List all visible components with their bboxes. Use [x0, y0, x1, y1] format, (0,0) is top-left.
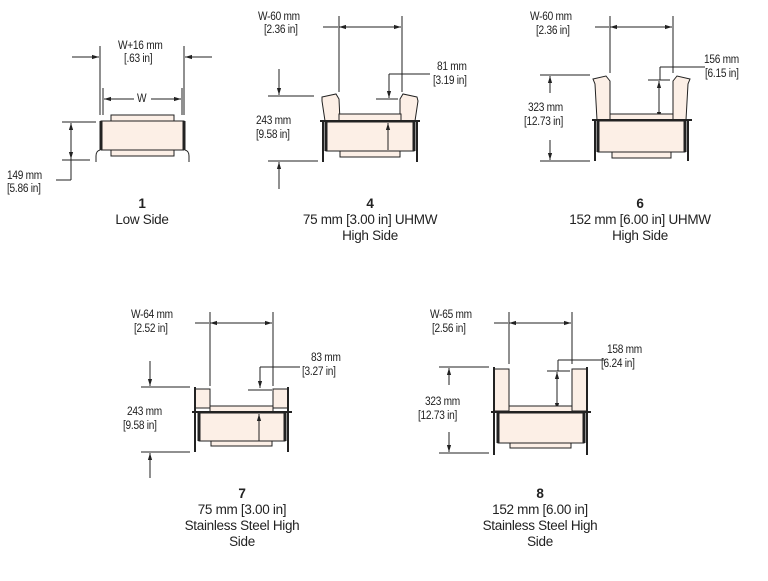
- diagram-1-caption-line-1: Low Side: [115, 212, 169, 227]
- diagram-7-height-mm: 243 mm: [127, 406, 162, 418]
- diagram-7-width-in: [2.52 in]: [134, 323, 168, 335]
- diagram-1-height-mm: 149 mm: [7, 170, 42, 182]
- diagram-1-low-side: [56, 46, 212, 181]
- diagram-7-caption-line-1: 75 mm [3.00 in]: [197, 502, 287, 517]
- diagram-1-width-inner: W: [137, 93, 147, 105]
- diagram-6-caption-line-2: High Side: [612, 228, 668, 243]
- diagram-6-side-height-in: [6.15 in]: [705, 68, 739, 80]
- diagram-8-width-in: [2.56 in]: [432, 323, 466, 335]
- diagram-7-caption-line-3: Side: [229, 534, 255, 549]
- diagram-8-side-height-in: [6.24 in]: [601, 358, 635, 370]
- diagram-6-number: 6: [636, 196, 644, 211]
- diagram-6-width-mm: W-60 mm: [530, 11, 572, 23]
- diagram-1-height-in: [5.86 in]: [7, 183, 41, 195]
- diagram-7-side-height-in: [3.27 in]: [302, 366, 336, 378]
- diagram-6-uhmw-high-side: [540, 16, 705, 162]
- diagram-8-caption: 8 152 mm [6.00 in] Stainless Steel High …: [460, 486, 620, 550]
- diagram-4-height-in: [9.58 in]: [256, 129, 290, 141]
- diagram-8-height-mm: 323 mm: [425, 396, 460, 408]
- diagram-4-width-mm: W-60 mm: [258, 11, 300, 23]
- diagram-8-side-height-mm: 158 mm: [607, 344, 642, 356]
- diagram-4-width-in: [2.36 in]: [264, 24, 298, 36]
- diagram-8-stainless-high-side: [439, 312, 605, 455]
- diagram-8-number: 8: [536, 486, 544, 501]
- diagram-1-number: 1: [138, 196, 146, 211]
- diagram-7-side-height-mm: 83 mm: [311, 352, 341, 364]
- diagram-6-width-in: [2.36 in]: [536, 25, 570, 37]
- diagram-4-side-height-mm: 81 mm: [437, 61, 467, 73]
- diagram-4-caption: 4 75 mm [3.00 in] UHMW High Side: [280, 196, 460, 244]
- diagram-8-caption-line-3: Side: [527, 534, 553, 549]
- diagram-6-height-mm: 323 mm: [528, 102, 563, 114]
- diagram-4-side-height-in: [3.19 in]: [433, 75, 467, 87]
- diagram-1-width-total-in: [.63 in]: [124, 53, 153, 65]
- diagram-7-stainless-high-side: [141, 312, 300, 478]
- diagram-8-caption-line-1: 152 mm [6.00 in]: [492, 502, 588, 517]
- diagram-4-height-mm: 243 mm: [256, 115, 291, 127]
- diagram-4-caption-line-2: High Side: [342, 228, 398, 243]
- diagram-8-height-in: [12.73 in]: [418, 410, 458, 422]
- diagram-7-caption: 7 75 mm [3.00 in] Stainless Steel High S…: [162, 486, 322, 550]
- diagram-6-caption: 6 152 mm [6.00 in] UHMW High Side: [550, 196, 730, 244]
- diagram-7-caption-line-2: Stainless Steel High: [184, 518, 300, 533]
- diagram-8-width-mm: W-65 mm: [430, 309, 472, 321]
- diagram-1-width-total-mm: W+16 mm: [118, 40, 163, 52]
- diagram-4-uhmw-high-side: [268, 16, 430, 189]
- diagram-4-caption-line-1: 75 mm [3.00 in] UHMW: [302, 212, 438, 227]
- diagram-8-caption-line-2: Stainless Steel High: [482, 518, 598, 533]
- diagram-7-width-mm: W-64 mm: [131, 309, 173, 321]
- diagram-1-caption: 1 Low Side: [92, 196, 192, 228]
- diagram-4-number: 4: [366, 196, 374, 211]
- diagram-6-caption-line-1: 152 mm [6.00 in] UHMW: [569, 212, 711, 227]
- diagram-6-height-in: [12.73 in]: [524, 116, 564, 128]
- diagram-7-height-in: [9.58 in]: [123, 420, 157, 432]
- diagram-7-number: 7: [238, 486, 246, 501]
- diagram-6-side-height-mm: 156 mm: [704, 54, 739, 66]
